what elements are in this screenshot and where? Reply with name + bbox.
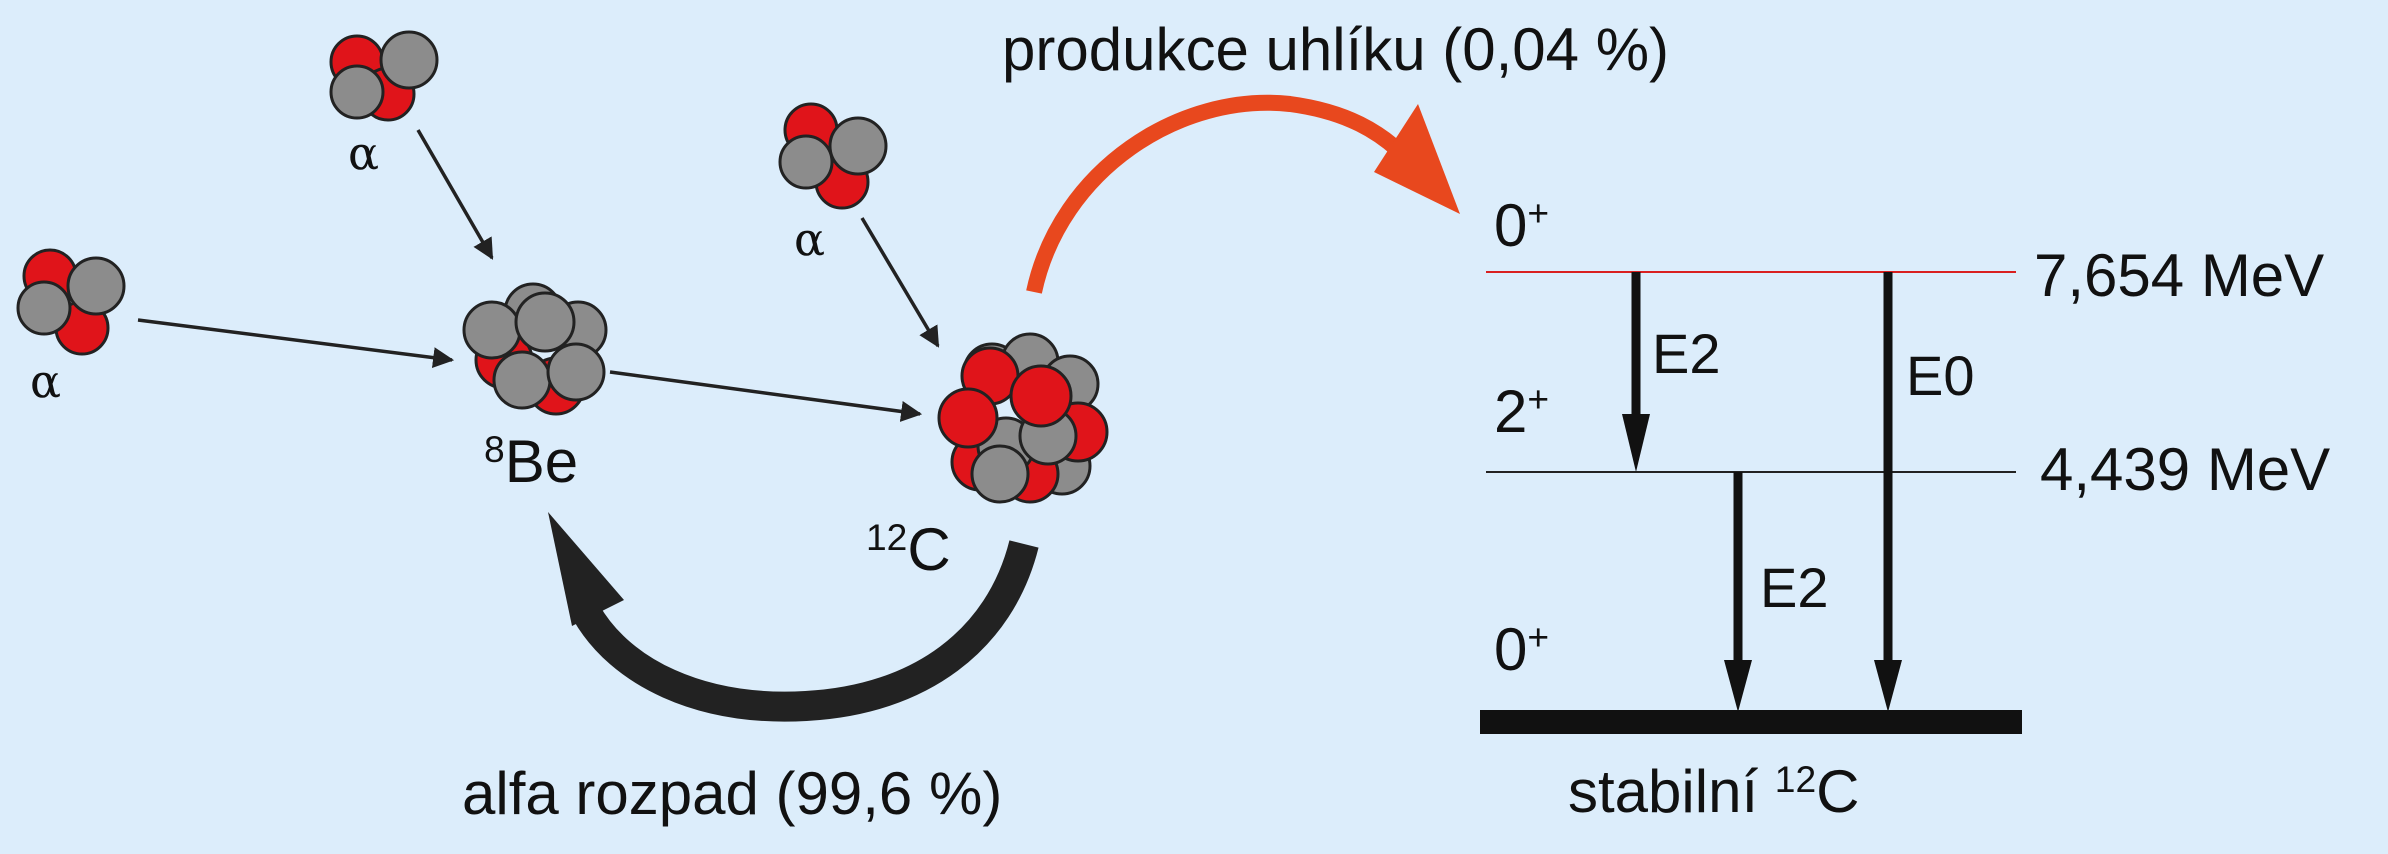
level-middle-spin-value: 2 [1494, 378, 1528, 445]
level-middle-energy: 4,439 MeV [2040, 436, 2331, 503]
c12-mass-number: 12 [866, 515, 908, 558]
level-upper-parity: + [1527, 191, 1550, 234]
alpha-particle-top [329, 30, 439, 122]
level-ground-spin-value: 0 [1494, 616, 1528, 683]
level-ground-bar [1480, 710, 2022, 734]
arrow-alpha-to-be8-left [137, 318, 455, 369]
c12-nucleus [937, 332, 1109, 504]
arrow-be8-to-c12 [609, 370, 923, 422]
transition-e2-lower-arrow [1724, 472, 1752, 712]
alpha-decay-arrow [548, 512, 1039, 722]
alpha-decay-label: alfa rozpad (99,6 %) [462, 760, 1003, 827]
ground-state-prefix: stabilní [1568, 758, 1775, 825]
alpha-particle-left [16, 248, 126, 356]
alpha-label-top: α [348, 126, 380, 180]
level-upper-spin-value: 0 [1494, 192, 1528, 259]
level-upper-spin: 0+ [1494, 194, 1549, 256]
ground-state-mass-number: 12 [1774, 757, 1817, 800]
level-middle-parity: + [1527, 377, 1550, 420]
transition-e2-lower-label: E2 [1760, 556, 1829, 619]
level-ground-parity: + [1527, 615, 1550, 658]
transition-e0-arrow [1874, 272, 1902, 712]
carbon-production-label: produkce uhlíku (0,04 %) [1002, 16, 1670, 83]
arrow-alpha-to-c12 [860, 217, 940, 348]
ground-state-element: C [1816, 758, 1860, 825]
alpha-label-middle: α [794, 212, 826, 266]
transition-e0-label: E0 [1906, 344, 1975, 407]
alpha-label-left: α [30, 354, 62, 408]
c12-element: C [907, 516, 951, 583]
level-ground-spin: 0+ [1494, 618, 1549, 680]
be8-mass-number: 8 [484, 427, 505, 470]
be8-label: 8Be [484, 430, 578, 492]
ground-state-label: stabilní 12C [1568, 760, 1860, 822]
be8-nucleus [462, 282, 608, 416]
transition-e2-upper-label: E2 [1652, 322, 1721, 385]
level-middle-spin: 2+ [1494, 380, 1549, 442]
arrow-alpha-to-be8-top [416, 129, 494, 260]
c12-label: 12C [866, 518, 951, 580]
carbon-production-arrow [1026, 94, 1460, 294]
transition-e2-upper-arrow [1622, 272, 1650, 472]
be8-element: Be [504, 428, 579, 495]
level-upper-energy: 7,654 MeV [2034, 242, 2325, 309]
alpha-particle-middle [778, 102, 888, 210]
